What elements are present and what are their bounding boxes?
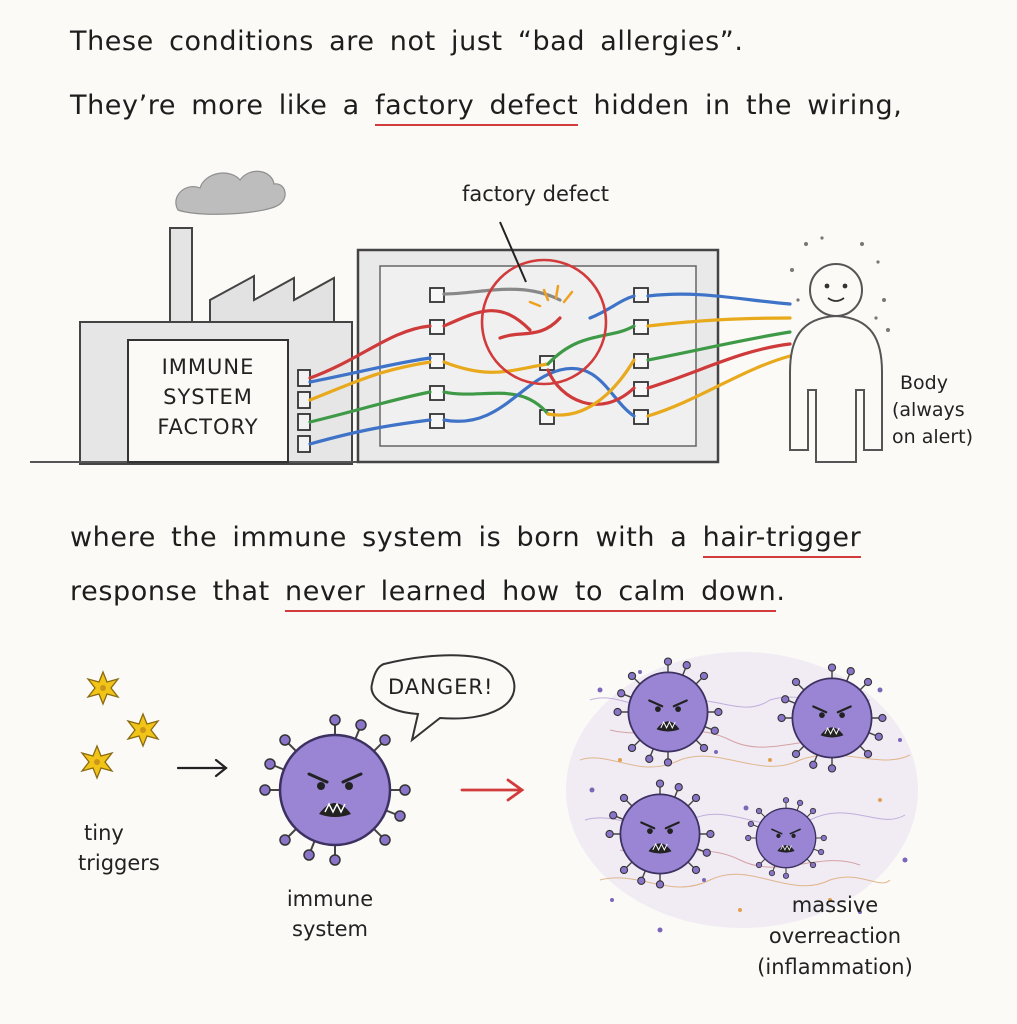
triggers-label-line-2: triggers bbox=[78, 851, 160, 875]
speech-bubble bbox=[370, 654, 516, 743]
arrow-icon bbox=[176, 758, 228, 778]
speech-text: DANGER! bbox=[388, 675, 494, 699]
intro-line-2-end: hidden in the wiring, bbox=[578, 90, 903, 121]
defect-circle bbox=[480, 258, 608, 386]
angry-cell-icon bbox=[776, 662, 888, 774]
triggers-label-line-1: tiny bbox=[84, 821, 124, 845]
middle-line-1: where the immune system is born with a h… bbox=[70, 522, 862, 558]
angry-cell-icon bbox=[604, 778, 716, 890]
middle-line-2: response that never learned how to calm … bbox=[70, 576, 786, 612]
immune-label-line-1: immune bbox=[286, 887, 374, 911]
intro-line-1: These conditions are not just “bad aller… bbox=[70, 26, 744, 57]
middle-line-2-start: response that bbox=[70, 576, 286, 607]
factory-roof bbox=[209, 274, 335, 323]
trigger-star-icon bbox=[81, 745, 113, 779]
intro-line-2-start: They’re more like a bbox=[70, 90, 375, 121]
immune-label: immune system bbox=[270, 884, 390, 944]
calm-down-highlight: never learned how to calm down bbox=[285, 576, 777, 612]
reaction-label-line-1: massive bbox=[791, 893, 879, 917]
reaction-label-line-3: (inflammation) bbox=[757, 955, 913, 979]
factory-label-box bbox=[127, 339, 289, 463]
wires bbox=[308, 287, 792, 446]
reaction-label: massive overreaction (inflammation) bbox=[720, 890, 950, 983]
immune-label-line-2: system bbox=[292, 917, 368, 941]
spark-icon bbox=[528, 284, 574, 308]
reaction-label-line-2: overreaction bbox=[768, 924, 902, 948]
middle-line-2-end: . bbox=[776, 576, 786, 607]
factory-label: IMMUNE SYSTEM FACTORY bbox=[128, 352, 288, 442]
intro-line-1-text: These conditions are not just “bad aller… bbox=[70, 26, 744, 57]
triggers-label: tiny triggers bbox=[78, 818, 160, 878]
defect-label: factory defect bbox=[462, 182, 609, 206]
body-label-line-3: on alert) bbox=[892, 426, 973, 448]
factory-label-line-2: SYSTEM bbox=[163, 385, 253, 409]
defect-pointer bbox=[499, 221, 527, 283]
angry-cell-icon bbox=[612, 656, 724, 768]
body-label-line-2: (always bbox=[892, 399, 965, 421]
angry-cell-icon bbox=[744, 796, 828, 880]
alert-dots bbox=[790, 236, 890, 332]
intro-line-2: They’re more like a factory defect hidde… bbox=[70, 90, 903, 126]
trigger-star-icon bbox=[127, 713, 159, 747]
factory-defect-highlight: factory defect bbox=[375, 90, 579, 126]
body-face bbox=[824, 283, 848, 302]
trigger-star-icon bbox=[87, 671, 119, 705]
panel-terminals bbox=[429, 287, 649, 429]
body-label-line-1: Body bbox=[900, 372, 948, 394]
middle-line-1-start: where the immune system is born with a bbox=[70, 522, 703, 553]
red-arrow-icon bbox=[460, 778, 525, 802]
body-label: Body (always on alert) bbox=[892, 370, 973, 451]
angry-immune-cell-icon bbox=[258, 713, 412, 867]
body-figure bbox=[789, 263, 883, 463]
factory-label-line-3: FACTORY bbox=[157, 415, 259, 439]
factory-label-line-1: IMMUNE bbox=[161, 355, 255, 379]
smoke-icon bbox=[175, 170, 286, 215]
hair-trigger-highlight: hair-trigger bbox=[702, 522, 862, 558]
